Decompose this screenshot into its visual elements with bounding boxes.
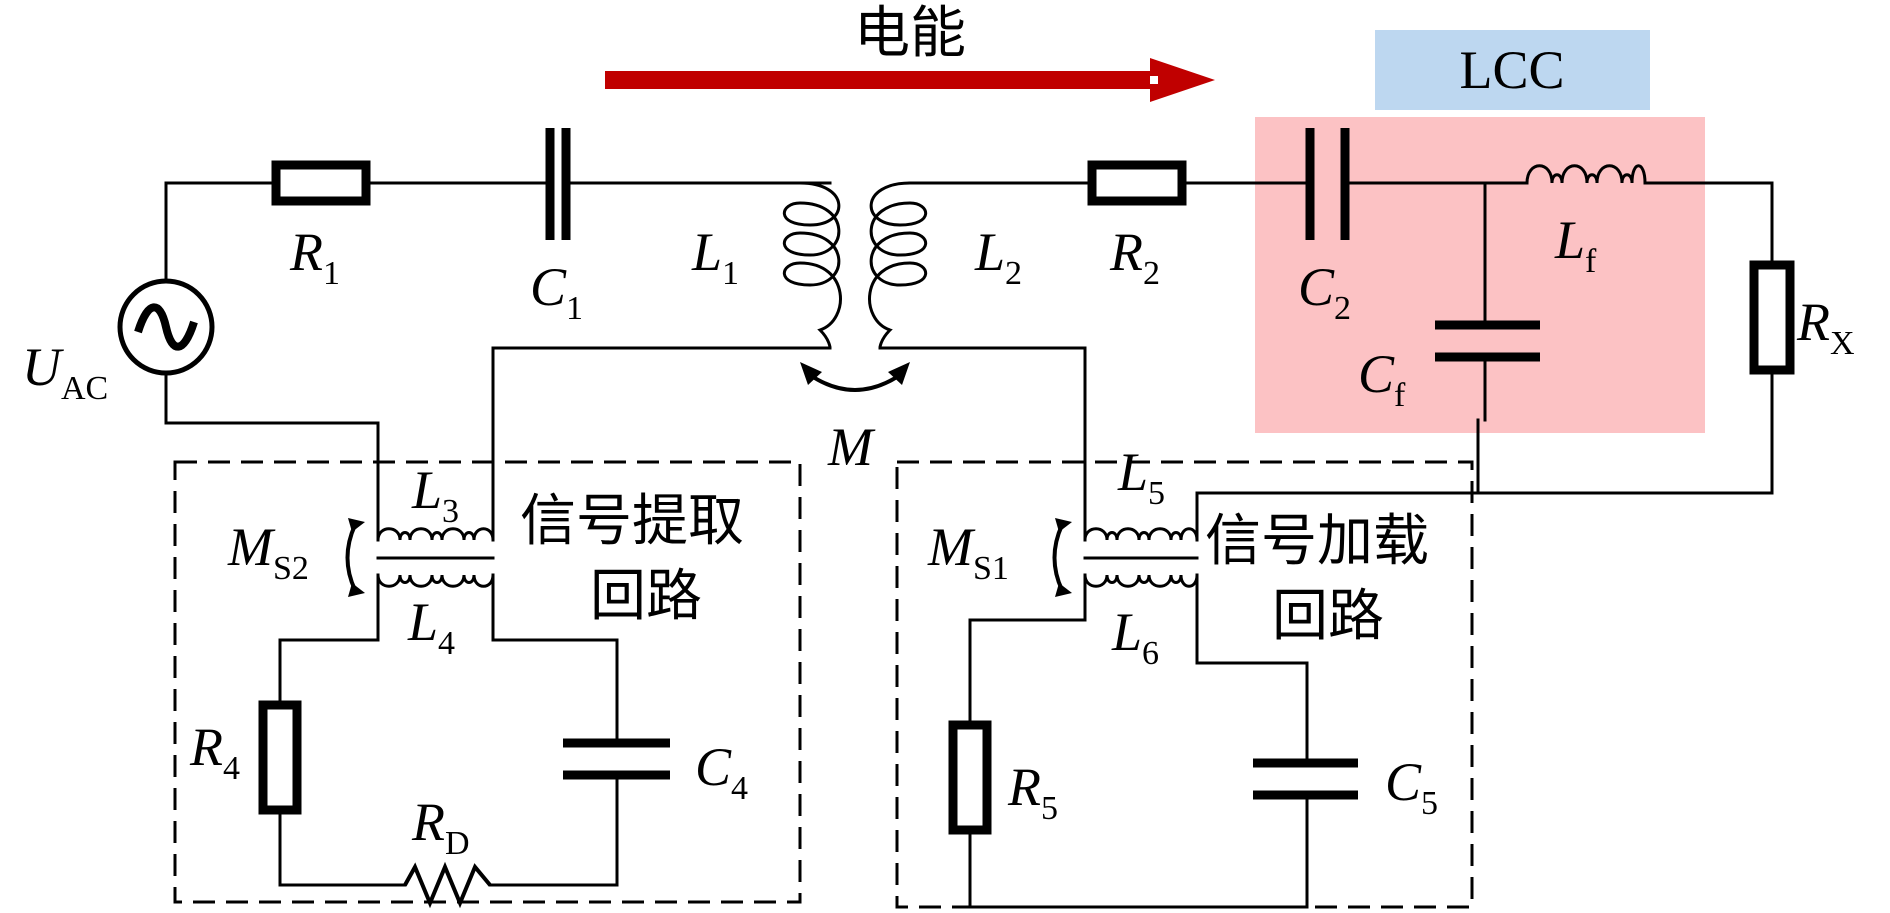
label-ms2: MS2 (227, 517, 309, 587)
label-uac: UAC (22, 337, 108, 407)
label-rd: RD (411, 792, 470, 862)
capacitor-c1 (545, 128, 571, 240)
load-loop-wires (968, 573, 1309, 909)
label-r2: R2 (1109, 222, 1160, 292)
resistor-r4 (258, 700, 302, 815)
ms1-arrow (1052, 524, 1064, 591)
label-c5: C5 (1385, 752, 1438, 822)
label-l6: L6 (1111, 602, 1159, 672)
label-cf: Cf (1358, 344, 1406, 414)
secondary-wires (878, 181, 1774, 542)
resistor-r2 (1087, 160, 1187, 206)
capacitor-c2 (1305, 128, 1350, 240)
inductor-l1 (782, 181, 842, 349)
inductor-l3 (376, 527, 495, 541)
lcc-label: LCC (1459, 40, 1564, 100)
extract-loop-label-line2: 回路 (590, 564, 702, 629)
load-loop-label-line2: 回路 (1272, 584, 1384, 649)
extract-loop-box (173, 460, 802, 904)
inductor-lf (1525, 164, 1647, 184)
resistor-r5 (948, 720, 992, 835)
label-r5: R5 (1007, 757, 1058, 827)
label-r4: R4 (189, 717, 240, 787)
inductor-l4 (376, 574, 495, 588)
label-l3: L3 (411, 460, 459, 530)
extract-loop-label-line1: 信号提取 (520, 489, 744, 554)
label-m: M (827, 417, 876, 477)
resistor-rd (403, 861, 492, 909)
ac-source-icon (117, 278, 215, 376)
inductor-l2 (868, 181, 928, 349)
label-ms1: MS1 (927, 517, 1009, 587)
label-rx: RX (1796, 292, 1855, 362)
extract-loop-wires (278, 573, 619, 887)
label-l1: L1 (691, 222, 739, 292)
load-loop-label-line1: 信号加载 (1205, 509, 1429, 574)
label-c4: C4 (695, 737, 748, 807)
resistor-rx (1749, 260, 1795, 375)
capacitor-cf (1435, 320, 1540, 362)
label-l4: L4 (407, 592, 455, 662)
label-l5: L5 (1117, 442, 1165, 512)
ms2-arrow (345, 524, 357, 591)
lcc-label-box (1375, 30, 1650, 110)
label-lf: Lf (1554, 210, 1597, 280)
mutual-inductance-arrow (808, 373, 902, 392)
primary-wires (164, 181, 832, 542)
label-c1: C1 (530, 257, 583, 327)
capacitor-c4 (563, 738, 670, 780)
capacitor-c5 (1253, 758, 1358, 800)
lcc-region (1255, 117, 1705, 433)
label-c2: C2 (1298, 257, 1351, 327)
energy-label: 电能 (854, 1, 966, 66)
label-l2: L2 (974, 222, 1022, 292)
inductor-l6 (1083, 574, 1199, 588)
label-r1: R1 (289, 222, 340, 292)
energy-arrow (605, 58, 1215, 102)
resistor-r1 (271, 160, 371, 206)
inductor-l5 (1083, 527, 1199, 541)
